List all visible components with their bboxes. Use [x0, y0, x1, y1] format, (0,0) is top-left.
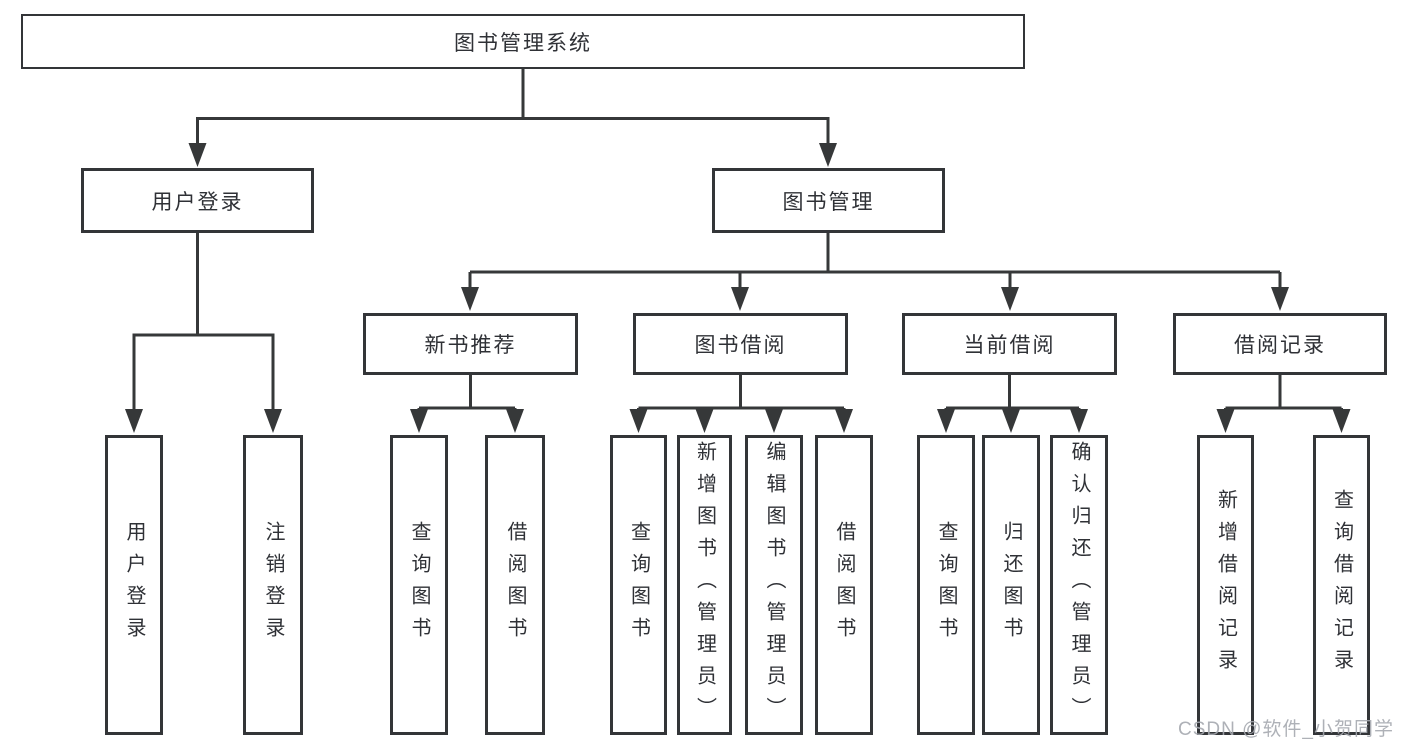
- node-label: 借阅图书: [504, 521, 526, 649]
- node-label: 查询图书: [627, 521, 650, 649]
- leaf-edit-book-admin: 编辑图书（管理员）: [745, 435, 803, 735]
- leaf-query-books-1: 查询图书: [390, 435, 448, 735]
- node-label: 编辑图书（管理员）: [763, 441, 785, 729]
- node-label: 用户登录: [151, 190, 244, 214]
- node-book-borrowing: 图书借阅: [633, 313, 848, 375]
- node-user-login: 用户登录: [81, 168, 314, 233]
- node-label: 查询图书: [935, 521, 957, 649]
- node-label: 图书管理系统: [454, 31, 592, 55]
- node-new-book-recommend: 新书推荐: [363, 313, 578, 375]
- leaf-borrow-books-1: 借阅图书: [485, 435, 545, 735]
- node-label: 归还图书: [1000, 521, 1022, 649]
- leaf-query-books-2: 查询图书: [610, 435, 667, 735]
- node-label: 确认归还（管理员）: [1068, 441, 1090, 729]
- node-label: 借阅记录: [1234, 334, 1326, 357]
- node-current-borrowing: 当前借阅: [902, 313, 1117, 375]
- node-label: 图书管理: [782, 190, 875, 214]
- node-label: 新增图书（管理员）: [693, 441, 716, 729]
- node-label: 查询图书: [408, 521, 430, 649]
- node-book-management: 图书管理: [712, 168, 945, 233]
- node-library-management-system: 图书管理系统: [21, 14, 1025, 69]
- leaf-query-borrow-record: 查询借阅记录: [1313, 435, 1370, 735]
- leaf-return-book: 归还图书: [982, 435, 1040, 735]
- node-label: 当前借阅: [963, 334, 1056, 357]
- node-label: 查询借阅记录: [1330, 489, 1353, 681]
- leaf-add-borrow-record: 新增借阅记录: [1197, 435, 1254, 735]
- node-label: 用户登录: [123, 521, 145, 649]
- node-label: 借阅图书: [833, 521, 855, 649]
- node-label: 新增借阅记录: [1214, 489, 1237, 681]
- node-label: 新书推荐: [424, 334, 517, 357]
- csdn-watermark: CSDN @软件_小贺同学: [1178, 719, 1394, 740]
- leaf-user-login: 用户登录: [105, 435, 163, 735]
- leaf-query-books-3: 查询图书: [917, 435, 975, 735]
- leaf-add-book-admin: 新增图书（管理员）: [677, 435, 732, 735]
- leaf-logout: 注销登录: [243, 435, 303, 735]
- leaf-confirm-return-admin: 确认归还（管理员）: [1050, 435, 1108, 735]
- leaf-borrow-books-2: 借阅图书: [815, 435, 873, 735]
- node-borrowing-records: 借阅记录: [1173, 313, 1387, 375]
- node-label: 注销登录: [262, 521, 284, 649]
- node-label: 图书借阅: [694, 334, 787, 357]
